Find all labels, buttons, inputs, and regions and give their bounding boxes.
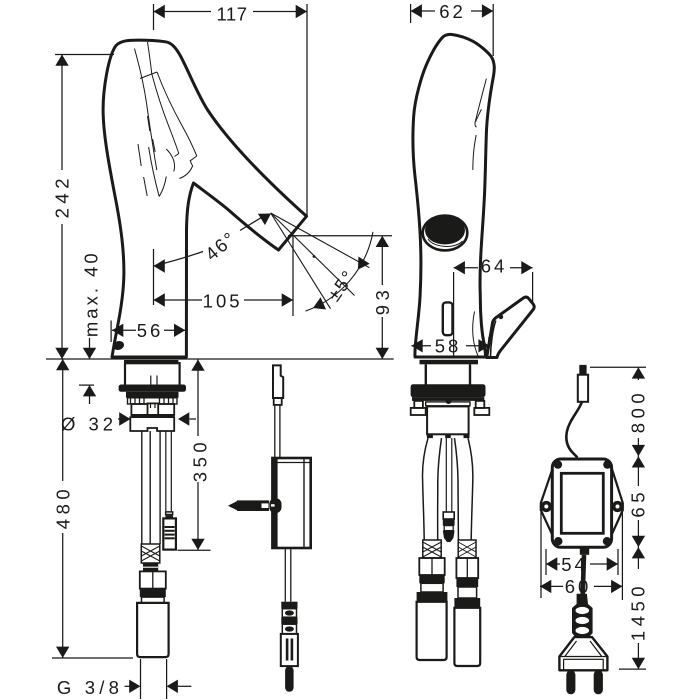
svg-text:1450: 1450 xyxy=(628,582,649,641)
svg-text:800: 800 xyxy=(628,389,649,433)
svg-text:58: 58 xyxy=(435,335,462,356)
svg-text:G 3/8: G 3/8 xyxy=(57,677,123,698)
svg-text:93: 93 xyxy=(372,286,393,316)
svg-text:105: 105 xyxy=(203,291,243,312)
svg-text:480: 480 xyxy=(52,485,73,529)
svg-text:350: 350 xyxy=(190,438,211,482)
svg-text:54: 54 xyxy=(561,554,588,575)
svg-text:max. 40: max. 40 xyxy=(81,250,102,337)
svg-text:65: 65 xyxy=(628,488,649,518)
svg-text:Ø 32: Ø 32 xyxy=(61,413,117,434)
svg-text:62: 62 xyxy=(439,1,466,22)
svg-text:64: 64 xyxy=(481,255,508,276)
svg-text:46°: 46° xyxy=(201,227,241,265)
svg-text:117: 117 xyxy=(217,4,248,25)
svg-text:56: 56 xyxy=(137,320,164,341)
svg-text:242: 242 xyxy=(52,174,73,218)
